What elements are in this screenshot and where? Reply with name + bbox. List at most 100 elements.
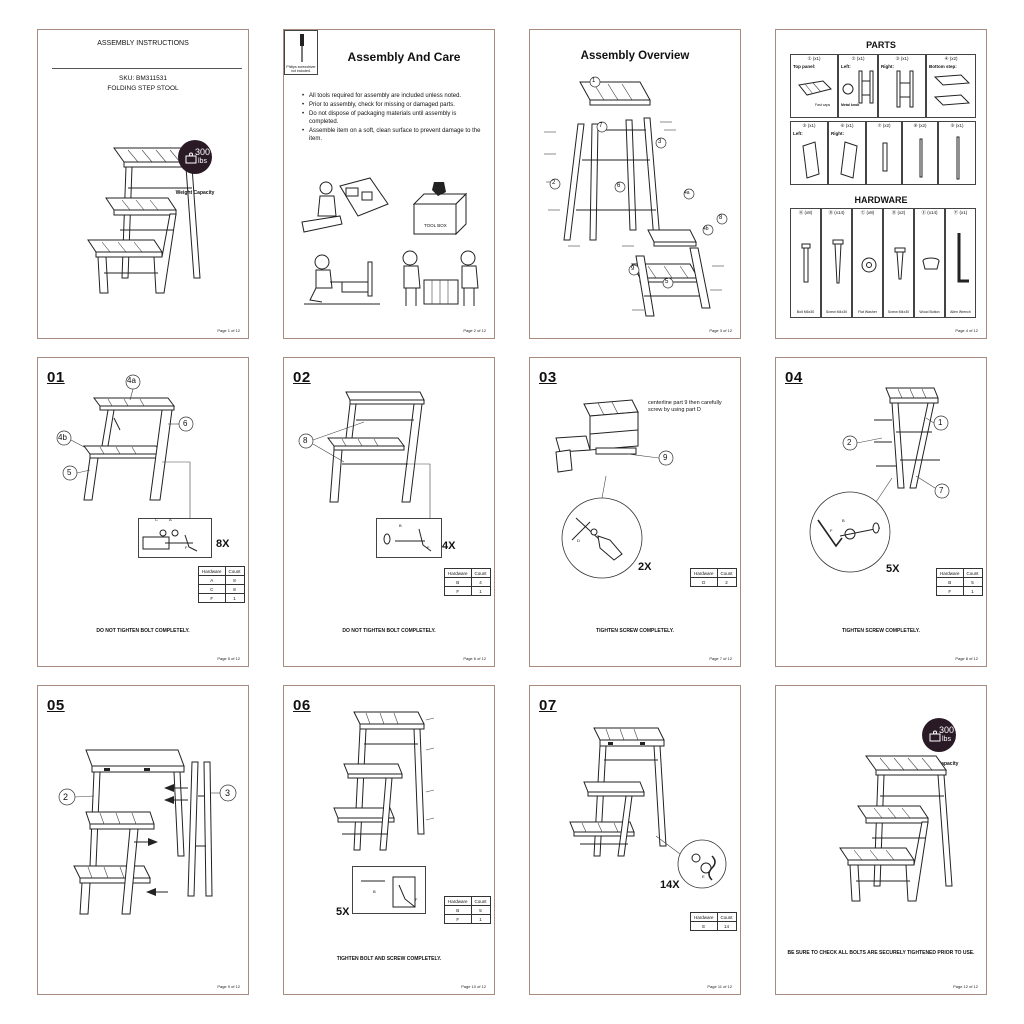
step-03-diagram (555, 399, 639, 473)
step-number: 06 (293, 697, 311, 714)
hardware-name: Bolt M6x30 (796, 310, 815, 314)
step-04-callouts (809, 415, 950, 573)
toolbox-illustration (412, 182, 468, 236)
hardware-count: Ⓔ (x14) (921, 210, 938, 215)
page-step-01: 01 4a 6 4b 5 C A F 8X (37, 357, 249, 667)
right-side-icon (840, 141, 858, 179)
table-header: Count (716, 912, 737, 922)
table-cell: C (198, 584, 226, 594)
callout-label: 3 (225, 788, 231, 798)
step-note: TIGHTEN SCREW COMPLETELY. (842, 628, 920, 634)
callout-label: 4a (127, 376, 136, 385)
page-assembly-care: Philips screwdriver not included. Assemb… (283, 29, 495, 339)
safety-note: BE SURE TO CHECK ALL BOLTS ARE SECURELY … (787, 950, 975, 956)
hardware-letter: B (399, 523, 402, 528)
screw-wrench-icon (817, 519, 881, 548)
callout (683, 188, 695, 200)
table-header: Hardware (444, 568, 472, 578)
part-sublabel: Fast caps (815, 103, 831, 107)
top-panel-icon (798, 80, 832, 96)
hardware-title: HARDWARE (854, 195, 908, 205)
badge-label: Weight Capacity (175, 190, 215, 196)
page-number: Page 9 of 12 (217, 984, 240, 989)
hardware-letter: B (842, 518, 845, 523)
table-cell: 14 (716, 921, 737, 931)
hardware-count: Ⓑ (x14) (828, 210, 845, 215)
badge-unit: lbs (942, 736, 951, 743)
table-cell: E (690, 921, 718, 931)
callout-label: 3 (658, 139, 662, 145)
hardware-cell: Ⓔ (x14) Wood Button (914, 208, 945, 318)
hardware-letter: F (185, 545, 188, 550)
table-header: Count (716, 568, 737, 578)
hardware-letter: C (155, 517, 158, 522)
callout-label: 4b (58, 433, 67, 442)
badge-value: 300 (939, 725, 955, 735)
tool-note-text: Philips screwdriver not included. (286, 65, 316, 73)
sku-label: SKU: BM311531 (119, 75, 167, 82)
page-number: Page 1 of 12 (217, 328, 240, 333)
part-count: ② (x1) (851, 56, 865, 61)
callout-label: 4a (684, 190, 690, 196)
callout (549, 178, 561, 190)
step-number: 04 (785, 369, 803, 386)
detail-magnifier (809, 491, 891, 573)
part-cell: ⑦ (x2) (866, 121, 902, 185)
slat-icon (882, 142, 888, 172)
table-cell: 1 (470, 914, 491, 924)
callout (589, 76, 601, 88)
wood-button-icon (922, 257, 940, 270)
table-cell: 5 (962, 577, 983, 587)
detail-inset: B F (352, 866, 426, 914)
callout (298, 433, 314, 449)
part-sublabel: Metal knob (841, 103, 860, 107)
step-05-diagram (73, 749, 213, 915)
step-number: 07 (539, 697, 557, 714)
page-title: Assembly Overview (580, 50, 690, 62)
care-item: Prior to assembly, check for missing or … (302, 101, 484, 109)
callout-label: 4b (703, 226, 709, 232)
table-header: Hardware (690, 568, 718, 578)
part-count: ⑥ (x1) (840, 123, 854, 128)
cover-rule (52, 68, 242, 69)
hardware-cell: Ⓐ (x8) Bolt M6x30 (790, 208, 821, 318)
part-count: ⑦ (x2) (877, 123, 891, 128)
table-cell: A (198, 575, 226, 585)
screw-icon (832, 239, 844, 284)
hardware-name: Screw M4x30 (887, 310, 910, 314)
callout-label: 5 (67, 468, 72, 477)
hardware-cell: Ⓑ (x14) Screw M4x30 (821, 208, 852, 318)
part-cell: ② (x1) Left: Metal knob (838, 54, 878, 118)
page-number: Page 11 of 12 (707, 984, 732, 989)
table-cell: 8 (224, 575, 245, 585)
hardware-count: Ⓐ (x8) (798, 210, 813, 215)
step-note: DO NOT TIGHTEN BOLT COMPLETELY. (342, 628, 436, 634)
table-cell: 1 (962, 586, 983, 596)
screw-assembly-icon (383, 528, 432, 552)
part-cell: ⑤ (x1) Left: (790, 121, 828, 185)
callout-label: 2 (63, 792, 69, 802)
left-frame-icon (858, 70, 874, 104)
part-count: ③ (x1) (895, 56, 909, 61)
callout (628, 264, 640, 276)
step-01-callouts (56, 374, 194, 518)
care-item: All tools required for assembly are incl… (302, 92, 484, 100)
cover-title: ASSEMBLY INSTRUCTIONS (97, 40, 189, 47)
detail-inset: B F (376, 518, 442, 558)
page-number: Page 3 of 12 (709, 328, 732, 333)
callout (596, 121, 608, 133)
weight-badge: 300 lbs (178, 140, 212, 174)
step-02-callouts (298, 421, 431, 518)
badge-unit: lbs (198, 158, 207, 165)
